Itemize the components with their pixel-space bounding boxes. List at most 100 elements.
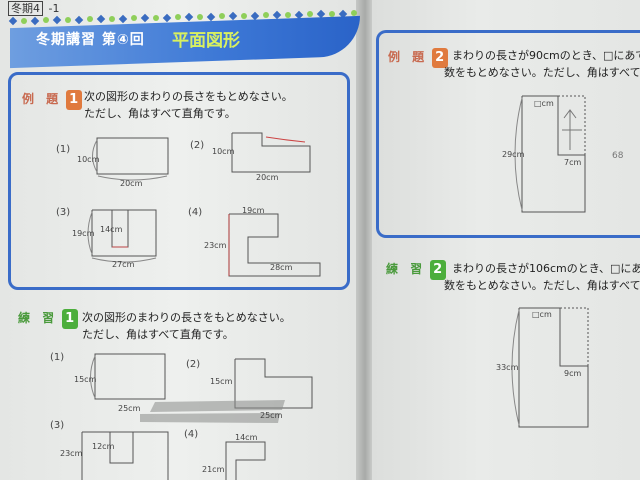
decorative-dot <box>65 16 71 23</box>
dimension-arcs <box>87 97 523 426</box>
pr1-fig3-notch-label: 12cm <box>92 442 115 451</box>
pr1-fig3-id: (3) <box>50 420 64 431</box>
practice2-question: まわりの長さが106cmのとき、□にあ 数をもとめなさい。ただし、角はすべて直 <box>444 260 640 294</box>
example2-label: 例 題 <box>388 50 429 64</box>
decorative-dot <box>219 13 225 20</box>
practice1-header: 練 習 1 <box>18 309 78 329</box>
practice2-question-line2: 数をもとめなさい。ただし、角はすべて直 <box>444 279 640 292</box>
ex2-handwritten-note: 68 <box>612 151 624 161</box>
example1-question-line2: ただし、角はすべて直角です。 <box>84 107 236 120</box>
decorative-dot <box>307 11 313 18</box>
ex1-fig2-handwriting <box>265 136 306 143</box>
ex2-step: 7cm <box>564 158 581 167</box>
pr1-fig1-height: 15cm <box>74 375 97 384</box>
decorative-dot <box>153 14 159 21</box>
ex1-fig4-top: 19cm <box>242 206 265 215</box>
pr1-fig4-id: (4) <box>184 429 198 440</box>
decorative-dot <box>197 13 203 20</box>
practice2-header: 練 習 2 <box>386 260 446 280</box>
figure-labels: (1) (2) (3) (4) 10cm 20cm 10cm 20cm 19cm… <box>50 99 624 474</box>
decorative-dot <box>285 11 291 18</box>
decorative-dot <box>131 15 137 22</box>
example1-question-line1: 次の図形のまわりの長さをもとめなさい。 <box>84 90 293 103</box>
pr1-fig1-shape <box>94 353 166 400</box>
decorative-dot <box>87 16 93 23</box>
pr1-fig4-height: 21cm <box>202 465 225 474</box>
ex1-fig1-id: (1) <box>56 144 70 155</box>
ex1-fig1-width: 20cm <box>120 179 143 188</box>
practice1-question-line2: ただし、角はすべて直角です。 <box>82 328 234 341</box>
decorative-dot <box>241 12 247 19</box>
right-page <box>372 0 640 480</box>
ex2-handwriting-arrow <box>562 109 582 150</box>
ex1-fig3-shape <box>91 209 157 257</box>
banner-title: 冬期講習 第④回 <box>36 32 145 48</box>
practice2-question-line1: まわりの長さが106cmのとき、□にあ <box>452 262 640 275</box>
example1-label: 例 題 <box>22 92 63 106</box>
decorative-dot <box>175 14 181 21</box>
pr1-fig1-id: (1) <box>50 352 64 363</box>
pr1-fig4-top: 14cm <box>235 433 258 442</box>
ex1-fig2-width: 20cm <box>256 173 279 182</box>
example1-header: 例 題 1 <box>22 90 82 110</box>
left-page <box>0 0 358 480</box>
pr1-fig4-shape <box>225 441 266 480</box>
example1-number: 1 <box>65 90 82 110</box>
ex1-fig4-shape <box>228 213 321 277</box>
pr1-fig3-shape <box>82 431 169 480</box>
pr1-fig3-notch <box>109 432 134 464</box>
ex2-shape <box>521 95 586 213</box>
pr1-fig2-width: 25cm <box>260 411 283 420</box>
practice1-question: 次の図形のまわりの長さをもとめなさい。 ただし、角はすべて直角です。 <box>82 309 291 343</box>
pr1-fig3-height: 23cm <box>60 449 83 458</box>
decorative-dot <box>109 15 115 22</box>
practice1-question-line1: 次の図形のまわりの長さをもとめなさい。 <box>82 311 291 324</box>
ex2-dotted-guide <box>558 95 586 155</box>
book-spine <box>356 0 374 480</box>
example2-number: 2 <box>431 48 448 68</box>
ex1-fig4-height: 23cm <box>204 241 227 250</box>
ex2-height: 29cm <box>502 150 525 159</box>
example1-question: 次の図形のまわりの長さをもとめなさい。 ただし、角はすべて直角です。 <box>84 88 293 122</box>
ex1-fig3-id: (3) <box>56 207 70 218</box>
page-tag: 冬期4 -1 <box>8 0 61 16</box>
banner-topic: 平面図形 <box>172 31 240 51</box>
decorative-dot <box>43 17 49 24</box>
pr1-fig1-width: 25cm <box>118 404 141 413</box>
pr2-blank-width: □cm <box>532 310 552 319</box>
practice1-number: 1 <box>61 309 78 329</box>
decorative-dot <box>263 12 269 19</box>
pr2-step: 9cm <box>564 369 581 378</box>
ex1-fig3-height: 19cm <box>72 229 95 238</box>
ex1-fig2-height: 10cm <box>212 147 235 156</box>
ex1-fig1-shape <box>96 137 169 175</box>
ex1-fig2-id: (2) <box>190 140 204 151</box>
pr1-fig2-id: (2) <box>186 359 200 370</box>
ex2-blank-width: □cm <box>534 99 554 108</box>
ex1-fig3-notch-label: 14cm <box>100 225 123 234</box>
ex1-fig4-id: (4) <box>188 207 202 218</box>
ex1-fig3-width: 27cm <box>112 260 135 269</box>
decorative-dot <box>21 17 27 24</box>
example2-header: 例 題 2 <box>388 48 448 68</box>
pr2-dotted-guide <box>560 307 589 366</box>
practice2-label: 練 習 <box>386 262 427 276</box>
example1-box <box>8 72 350 290</box>
practice1-label: 練 習 <box>18 311 59 325</box>
ex1-fig2-shape <box>231 132 311 173</box>
example2-question-line2: 数をもとめなさい。ただし、角はすべて直角 <box>444 66 640 79</box>
decorative-dot <box>329 10 335 17</box>
pr2-shape <box>518 307 589 428</box>
page-tag-suffix: -1 <box>48 2 60 15</box>
practice2-number: 2 <box>429 260 446 280</box>
pr2-height: 33cm <box>496 363 519 372</box>
decorative-dot <box>351 10 357 17</box>
pr1-fig2-height: 15cm <box>210 377 233 386</box>
ex1-fig4-bottom: 28cm <box>270 263 293 272</box>
example2-question: まわりの長さが90cmのとき、□にあて 数をもとめなさい。ただし、角はすべて直角 <box>444 47 640 81</box>
pencil-smudge <box>140 400 285 423</box>
example2-box <box>376 30 640 238</box>
example2-question-line1: まわりの長さが90cmのとき、□にあて <box>452 49 640 62</box>
page-tag-box: 冬期4 <box>8 1 43 16</box>
